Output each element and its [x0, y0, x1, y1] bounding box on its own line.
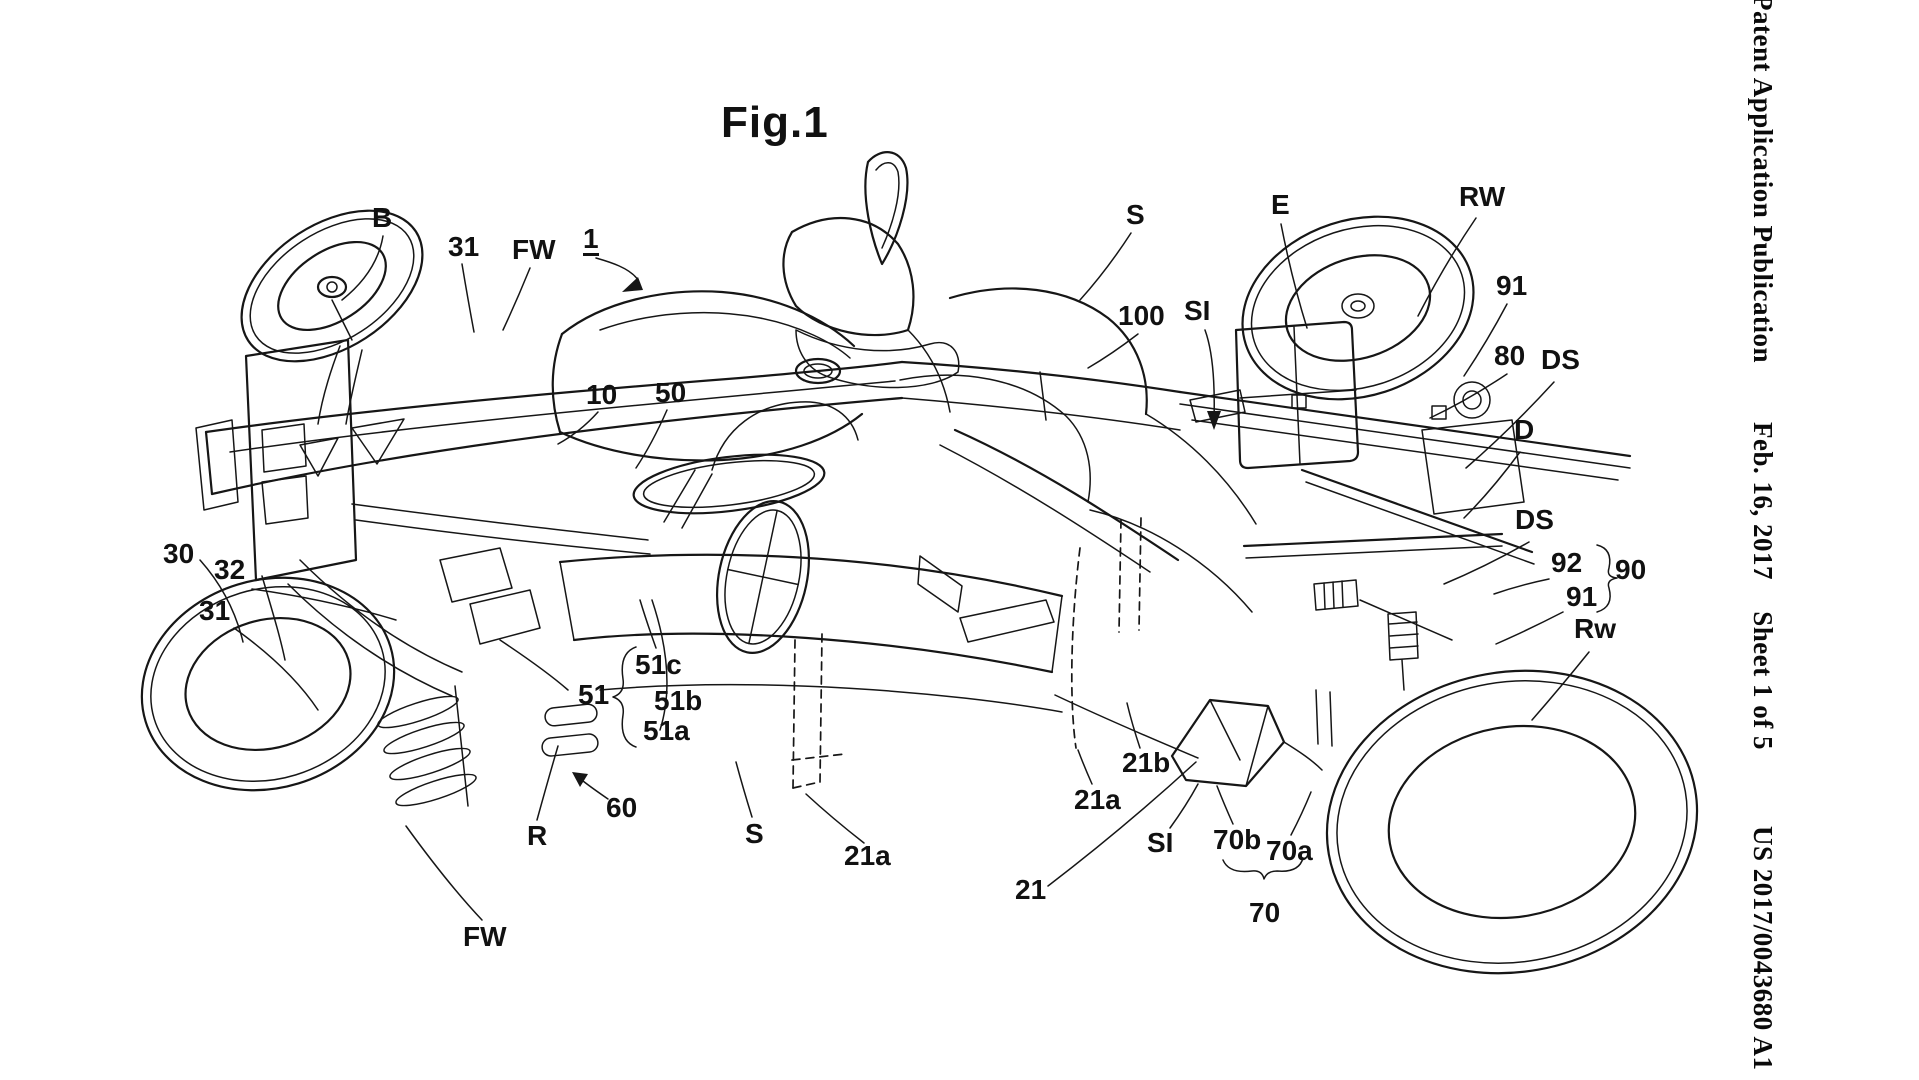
ref-label-e-5: E — [1271, 189, 1290, 220]
ref-label-21a-31: 21a — [844, 840, 891, 871]
ref-label-21a-33: 21a — [1074, 784, 1121, 815]
figure-title: Fig.1 — [721, 98, 829, 147]
header-date-text: Feb. 16, 2017 — [1748, 422, 1778, 580]
rear-body — [899, 287, 1257, 613]
ref-label-si-34: SI — [1147, 827, 1174, 858]
ref-label-10-14: 10 — [586, 379, 618, 410]
ref-label-rw-22: Rw — [1574, 613, 1616, 644]
ref-label-80-10: 80 — [1494, 340, 1526, 371]
ref-label-90-20: 90 — [1615, 554, 1647, 585]
rear-lower-wheel — [1325, 669, 1699, 975]
engine-bay — [1178, 320, 1632, 565]
ref-label-s-4: S — [1126, 199, 1145, 230]
ref-label-92-19: 92 — [1551, 547, 1583, 578]
main-frame — [195, 360, 904, 511]
ref-label-70b-35: 70b — [1213, 824, 1262, 855]
ref-label-31-18: 31 — [199, 595, 231, 626]
front-lower-wheel — [140, 576, 396, 792]
ref-label-30-16: 30 — [163, 538, 195, 569]
ref-label-32-17: 32 — [214, 554, 246, 585]
front-bulkhead — [244, 338, 651, 697]
steering-wheel — [715, 500, 811, 654]
ref-label-ds-13: DS — [1515, 504, 1554, 535]
ref-label-ds-11: DS — [1541, 344, 1580, 375]
seat — [782, 151, 960, 413]
ref-label-d-12: D — [1514, 414, 1535, 445]
ref-label-60-28: 60 — [606, 792, 638, 823]
leader-lines — [199, 217, 1618, 921]
header-publication-text: Patent Application Publication — [1748, 0, 1778, 364]
ref-label-si-8: SI — [1184, 295, 1211, 326]
ref-label-31-1: 31 — [448, 231, 480, 262]
ref-label-1-3: 1 — [583, 224, 599, 257]
ref-label-51a-26: 51a — [643, 715, 690, 746]
ref-label-70a-36: 70a — [1266, 835, 1313, 866]
rear-upper-wheel — [1241, 215, 1475, 401]
muffler — [1170, 689, 1333, 788]
front-upper-hub — [316, 275, 348, 299]
ref-label-21-37: 21 — [1015, 874, 1047, 905]
ref-label-51b-25: 51b — [654, 685, 703, 716]
fin-assembly — [377, 547, 599, 807]
ref-label-r-27: R — [527, 820, 548, 851]
ref-label-rw-6: RW — [1459, 181, 1506, 212]
ref-label-s-29: S — [745, 818, 764, 849]
ref-label-fw-2: FW — [512, 234, 556, 265]
ref-label-70-38: 70 — [1249, 897, 1281, 928]
header-sheet-text: Sheet 1 of 5 — [1748, 611, 1778, 750]
header-date-sheet: Feb. 16, 2017 Sheet 1 of 5 — [1736, 422, 1778, 750]
fuel-cap — [794, 357, 842, 385]
ref-label-21b-32: 21b — [1122, 747, 1171, 778]
ref-label-51-23: 51 — [578, 679, 610, 710]
rear-suspension — [1242, 532, 1504, 691]
nose-cowl — [551, 290, 864, 654]
ref-label-100-7: 100 — [1118, 300, 1165, 331]
header-publication: Patent Application Publication — [1736, 0, 1778, 363]
ref-label-91-9: 91 — [1496, 270, 1528, 301]
header-doc-number-text: US 2017/0043680 A1 — [1748, 826, 1778, 1071]
front-upper-wheel — [240, 209, 424, 363]
ref-label-b-0: B — [372, 202, 393, 233]
ref-label-50-15: 50 — [655, 377, 687, 408]
ref-label-51c-24: 51c — [635, 649, 682, 680]
header-doc-number: US 2017/0043680 A1 — [1736, 826, 1778, 1071]
floor-panel — [558, 517, 1199, 789]
ref-label-91-21: 91 — [1566, 581, 1598, 612]
ref-label-fw-30: FW — [463, 921, 507, 952]
